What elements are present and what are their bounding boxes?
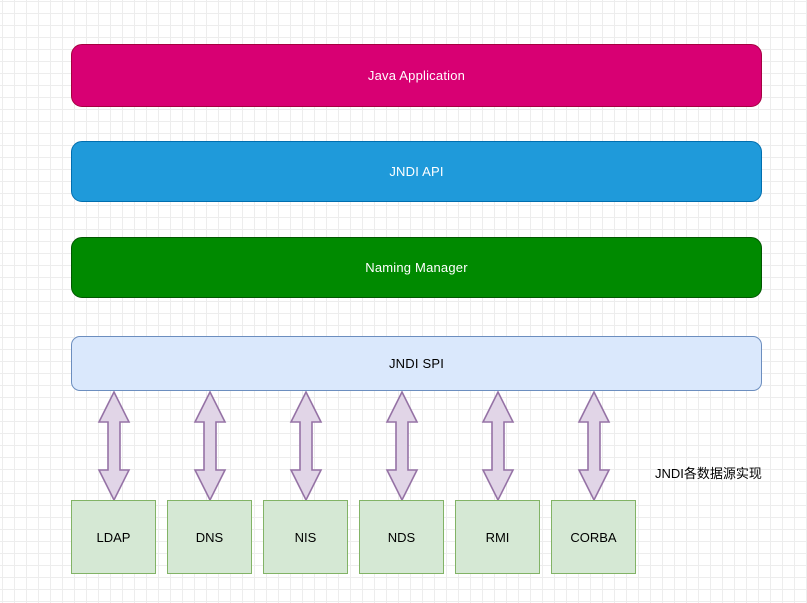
provider-box-ldap[interactable]: LDAP: [71, 500, 156, 574]
double-arrow-icon: [97, 391, 131, 501]
provider-box-corba[interactable]: CORBA: [551, 500, 636, 574]
double-arrow-icon: [481, 391, 515, 501]
layer-box-naming-manager[interactable]: Naming Manager: [71, 237, 762, 298]
layer-box-jndi-api[interactable]: JNDI API: [71, 141, 762, 202]
layer-box-java-application[interactable]: Java Application: [71, 44, 762, 107]
double-arrow-icon: [193, 391, 227, 501]
double-arrow-nds[interactable]: [385, 391, 419, 501]
double-arrow-corba[interactable]: [577, 391, 611, 501]
provider-box-nds[interactable]: NDS: [359, 500, 444, 574]
double-arrow-dns[interactable]: [193, 391, 227, 501]
double-arrow-icon: [289, 391, 323, 501]
provider-annotation-label: JNDI各数据源实现: [655, 466, 762, 481]
layer-box-jndi-spi[interactable]: JNDI SPI: [71, 336, 762, 391]
double-arrow-ldap[interactable]: [97, 391, 131, 501]
double-arrow-nis[interactable]: [289, 391, 323, 501]
double-arrow-icon: [577, 391, 611, 501]
provider-box-dns[interactable]: DNS: [167, 500, 252, 574]
double-arrow-rmi[interactable]: [481, 391, 515, 501]
provider-box-nis[interactable]: NIS: [263, 500, 348, 574]
double-arrow-icon: [385, 391, 419, 501]
provider-box-rmi[interactable]: RMI: [455, 500, 540, 574]
